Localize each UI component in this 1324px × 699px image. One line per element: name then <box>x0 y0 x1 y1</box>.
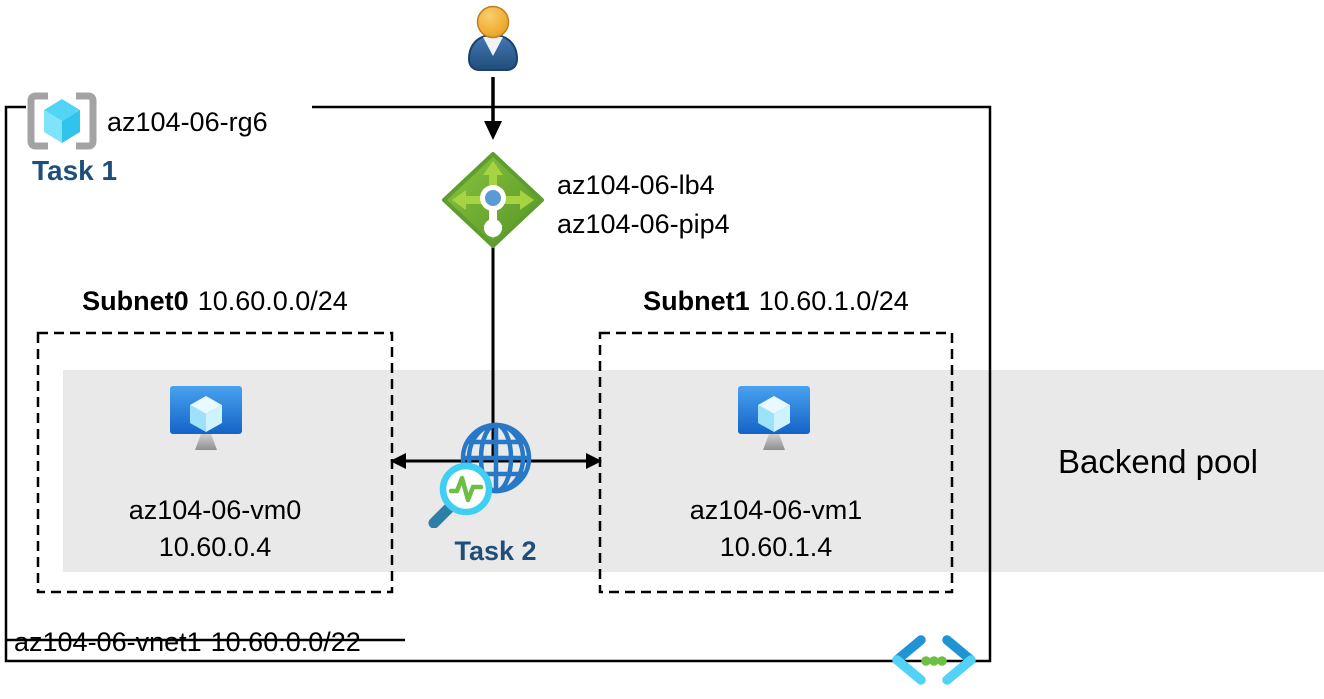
vm0-icon <box>170 386 242 450</box>
vm0-ip: 10.60.0.4 <box>158 532 272 562</box>
subnet1-cidr: 10.60.1.0/24 <box>758 286 909 316</box>
resource-group-name: az104-06-rg6 <box>107 107 268 137</box>
vnet-name: az104-06-vnet1 <box>14 627 202 657</box>
user-to-lb-arrowhead <box>484 121 502 140</box>
task1-label: Task 1 <box>32 155 118 186</box>
health-probe-globe-icon <box>428 422 532 528</box>
backend-pool-label: Backend pool <box>1058 443 1258 480</box>
vnet-cidr: 10.60.0.0/22 <box>210 627 361 657</box>
user-icon <box>467 5 519 71</box>
subnet1-label: Subnet1 10.60.1.0/24 <box>600 285 952 317</box>
public-ip-name: az104-06-pip4 <box>557 209 730 239</box>
vnet-dot <box>937 656 947 666</box>
vm1-ip: 10.60.1.4 <box>719 532 833 562</box>
vnet-dot <box>921 656 931 666</box>
subnet0-dashed-border <box>36 331 394 594</box>
probe-pulse-line <box>448 475 484 503</box>
load-balancer-icon <box>442 152 544 248</box>
subnet0-label: Subnet0 10.60.0.0/24 <box>38 285 392 317</box>
task2-label: Task 2 <box>454 536 537 566</box>
magnifier-handle <box>428 501 456 528</box>
vnet-dot <box>929 656 939 666</box>
vm1-icon <box>738 386 810 450</box>
virtual-network-icon <box>892 635 976 685</box>
resource-group-border <box>4 105 992 663</box>
resource-group-icon <box>27 92 97 150</box>
probe-right-arrowhead <box>586 453 602 469</box>
vm0-name: az104-06-vm0 <box>128 495 302 525</box>
subnet0-name: Subnet0 <box>82 286 189 316</box>
vm1-name: az104-06-vm1 <box>689 495 863 525</box>
backend-pool-band <box>63 370 1324 572</box>
vnet-label: az104-06-vnet1 10.60.0.0/22 <box>14 626 361 658</box>
load-balancer-name: az104-06-lb4 <box>557 170 715 200</box>
subnet1-name: Subnet1 <box>643 286 750 316</box>
subnet0-cidr: 10.60.0.0/24 <box>197 286 348 316</box>
probe-left-arrowhead <box>390 453 406 469</box>
subnet1-dashed-border <box>598 331 954 594</box>
